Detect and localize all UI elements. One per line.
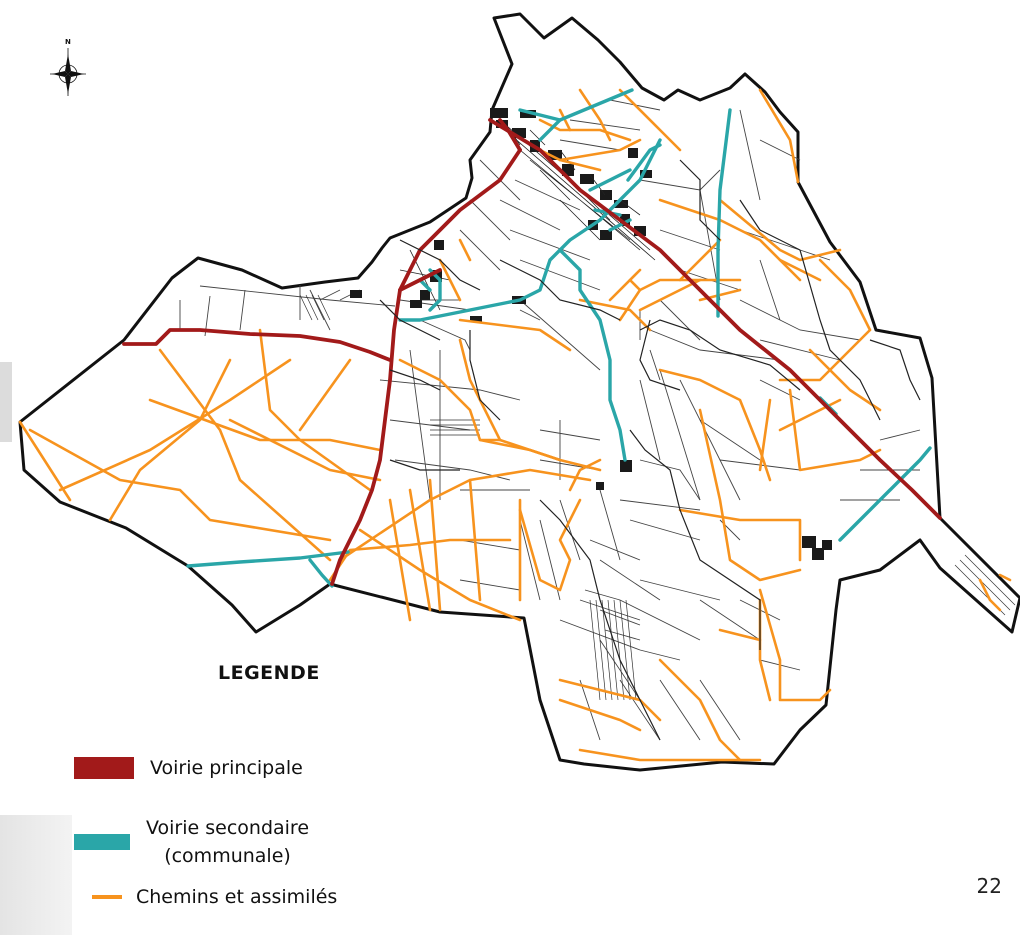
left-shadow-upper	[0, 362, 12, 442]
major-parcels	[379, 159, 921, 741]
legend-item-chemins: Chemins et assimilés	[92, 883, 337, 911]
left-shadow-lower	[0, 815, 72, 935]
legend-label-secondaire-line1: Voirie secondaire	[146, 817, 310, 839]
legend-swatch-secondaire	[74, 834, 130, 850]
roads-principal	[122, 118, 942, 586]
legend-title: LEGENDE	[218, 662, 320, 684]
legend-label-secondaire: Voirie secondaire (communale)	[146, 814, 309, 870]
parcel-lines	[179, 99, 921, 741]
commune-boundary	[18, 12, 1020, 772]
compass-rose-icon: N	[50, 38, 86, 96]
paths-chemins	[18, 88, 1012, 762]
legend-swatch-principale	[74, 757, 134, 779]
page-number: 22	[976, 874, 1002, 898]
legend-item-voirie-principale: Voirie principale	[74, 754, 303, 782]
legend-item-voirie-secondaire: Voirie secondaire (communale)	[74, 814, 309, 870]
legend-label-secondaire-line2: (communale)	[164, 845, 291, 867]
compass-north-label: N	[65, 38, 71, 46]
legend-label-principale: Voirie principale	[150, 757, 303, 779]
legend-label-chemins: Chemins et assimilés	[136, 886, 338, 908]
legend-swatch-chemins	[92, 895, 122, 899]
